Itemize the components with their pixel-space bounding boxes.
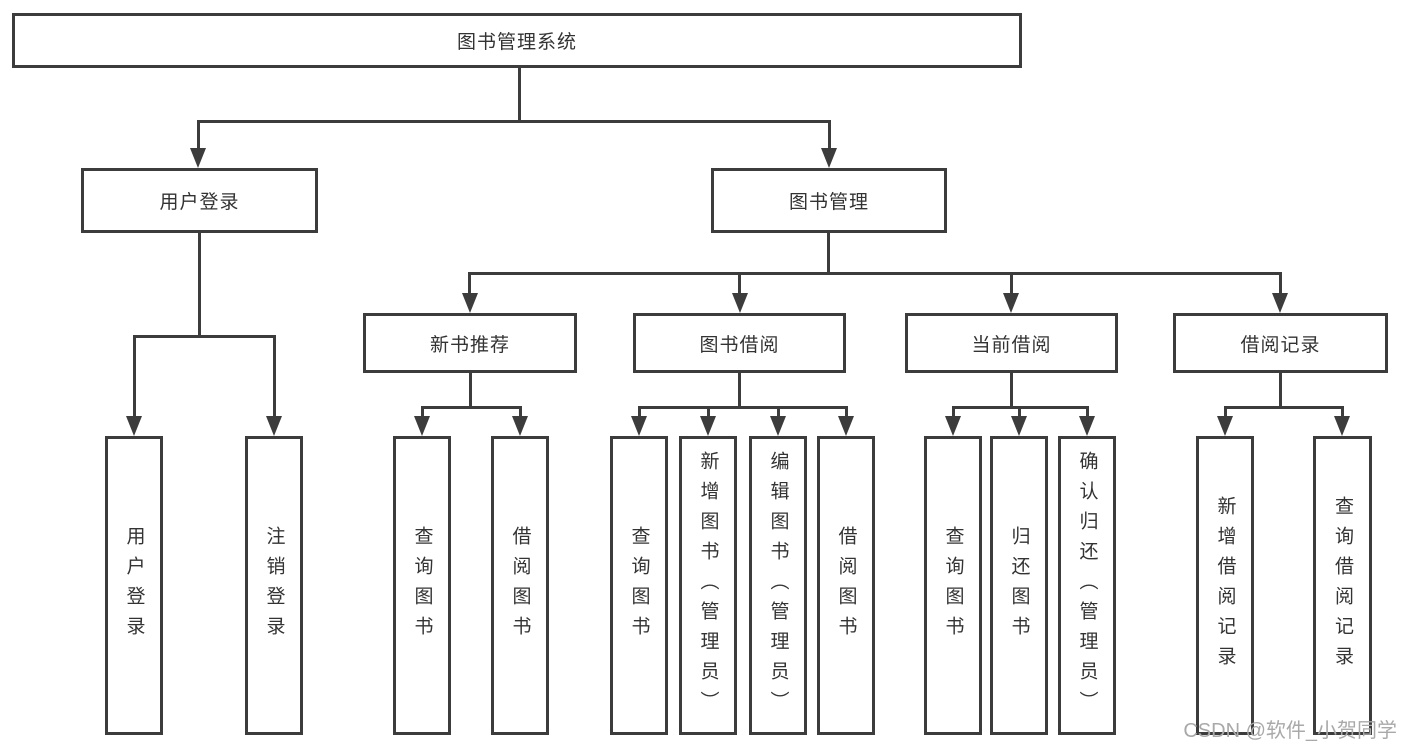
node-label: 用户登录 — [159, 192, 240, 213]
connector-line — [197, 120, 831, 123]
node-leaf-logout: 注销登录 — [245, 436, 303, 735]
node-leaf-bb-edit-book: 编辑图书（管理员） — [749, 436, 807, 735]
connector-line — [1224, 406, 1344, 409]
arrowhead-icon — [190, 148, 206, 168]
node-leaf-cb-query-book: 查询图书 — [924, 436, 982, 735]
connector-line — [1279, 373, 1282, 408]
connector-line — [198, 233, 201, 337]
arrowhead-icon — [821, 148, 837, 168]
node-label: 图书管理 — [788, 192, 869, 213]
node-label: 图书管理系统 — [456, 32, 577, 53]
connector-line — [133, 335, 276, 338]
node-leaf-br-query-record: 查询借阅记录 — [1313, 436, 1372, 735]
node-leaf-rec-borrow-book: 借阅图书 — [491, 436, 549, 735]
connector-line — [273, 335, 276, 417]
connector-line — [738, 272, 741, 296]
node-label: 用户登录 — [123, 525, 145, 646]
node-leaf-user-login: 用户登录 — [105, 436, 163, 735]
node-book-borrow: 图书借阅 — [633, 313, 846, 373]
arrowhead-icon — [838, 416, 854, 436]
watermark: CSDN @软件_小贺同学 — [1183, 720, 1397, 742]
connector-line — [777, 406, 780, 419]
connector-line — [1086, 406, 1089, 419]
arrowhead-icon — [512, 416, 528, 436]
node-label: 新书推荐 — [429, 334, 510, 356]
node-leaf-br-add-record: 新增借阅记录 — [1196, 436, 1254, 735]
connector-line — [828, 120, 831, 152]
node-label: 借阅图书 — [835, 525, 857, 646]
connector-line — [738, 373, 741, 408]
connector-line — [133, 335, 136, 417]
arrowhead-icon — [126, 416, 142, 436]
connector-line — [1224, 406, 1227, 419]
connector-line — [421, 406, 522, 409]
node-label: 当前借阅 — [971, 334, 1052, 356]
node-leaf-cb-confirm-return: 确认归还（管理员） — [1058, 436, 1116, 735]
arrowhead-icon — [945, 416, 961, 436]
arrowhead-icon — [700, 416, 716, 436]
connector-line — [1018, 406, 1021, 419]
connector-line — [952, 406, 955, 419]
node-label: 借阅记录 — [1240, 334, 1321, 356]
arrowhead-icon — [1003, 293, 1019, 313]
connector-line — [707, 406, 710, 419]
node-label: 查询图书 — [942, 525, 964, 646]
node-label: 确认归还（管理员） — [1076, 450, 1098, 721]
node-new-book-rec: 新书推荐 — [363, 313, 577, 373]
node-user-login: 用户登录 — [81, 168, 318, 233]
connector-line — [469, 373, 472, 408]
node-label: 借阅图书 — [509, 525, 531, 646]
node-root: 图书管理系统 — [12, 13, 1022, 68]
connector-line — [638, 406, 641, 419]
connector-line — [827, 233, 830, 274]
node-label: 新增图书（管理员） — [697, 450, 719, 721]
arrowhead-icon — [266, 416, 282, 436]
connector-line — [1279, 272, 1282, 296]
node-label: 图书借阅 — [699, 334, 780, 356]
arrowhead-icon — [770, 416, 786, 436]
node-leaf-bb-borrow-book: 借阅图书 — [817, 436, 875, 735]
connector-line — [421, 406, 424, 419]
node-leaf-cb-return-book: 归还图书 — [990, 436, 1048, 735]
node-label: 编辑图书（管理员） — [767, 450, 789, 721]
node-book-mgmt: 图书管理 — [711, 168, 947, 233]
node-label: 查询图书 — [411, 525, 433, 646]
connector-line — [845, 406, 848, 419]
arrowhead-icon — [631, 416, 647, 436]
node-label: 注销登录 — [263, 525, 285, 646]
connector-line — [518, 66, 521, 122]
connector-line — [1010, 272, 1013, 296]
node-label: 查询借阅记录 — [1332, 495, 1353, 676]
node-current-borrow: 当前借阅 — [905, 313, 1118, 373]
arrowhead-icon — [1011, 416, 1027, 436]
connector-line — [197, 120, 200, 152]
arrowhead-icon — [414, 416, 430, 436]
arrowhead-icon — [462, 293, 478, 313]
connector-line — [519, 406, 522, 419]
arrowhead-icon — [1079, 416, 1095, 436]
arrowhead-icon — [732, 293, 748, 313]
connector-line — [1010, 373, 1013, 408]
node-borrow-record: 借阅记录 — [1173, 313, 1388, 373]
connector-line — [1341, 406, 1344, 419]
node-leaf-bb-add-book: 新增图书（管理员） — [679, 436, 737, 735]
connector-line — [469, 272, 1282, 275]
connector-line — [468, 272, 471, 296]
arrowhead-icon — [1272, 293, 1288, 313]
node-leaf-rec-query-book: 查询图书 — [393, 436, 451, 735]
node-label: 新增借阅记录 — [1214, 495, 1236, 676]
node-label: 归还图书 — [1008, 525, 1030, 646]
arrowhead-icon — [1334, 416, 1350, 436]
node-label: 查询图书 — [628, 525, 650, 646]
connector-line — [638, 406, 848, 409]
arrowhead-icon — [1217, 416, 1233, 436]
node-leaf-bb-query-book: 查询图书 — [610, 436, 668, 735]
